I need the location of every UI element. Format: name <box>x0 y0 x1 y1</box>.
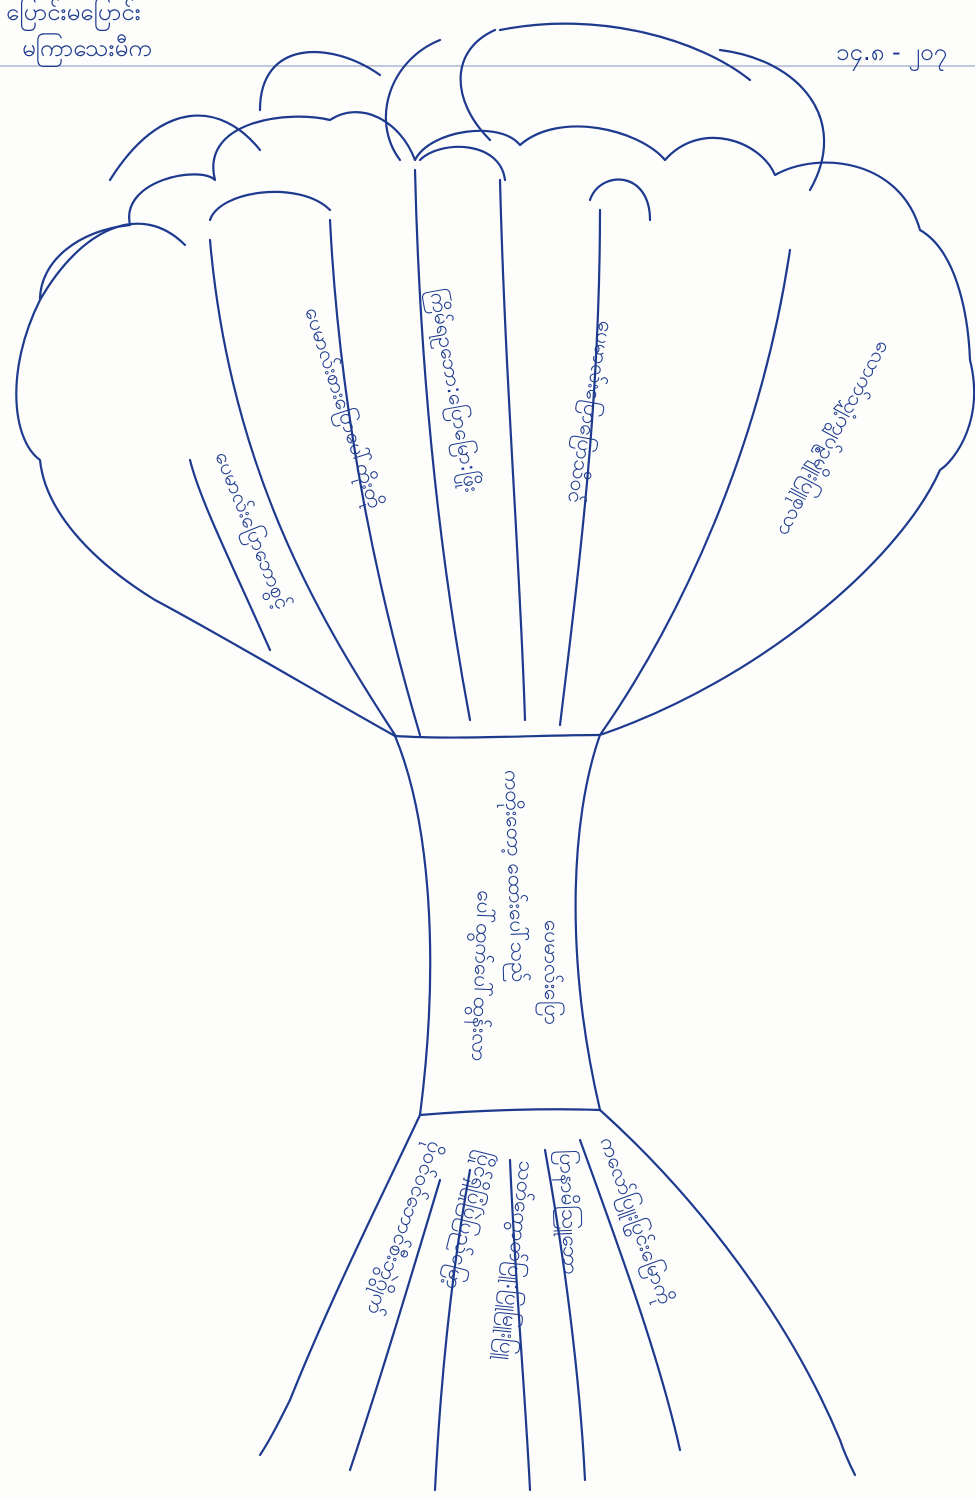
root-tip <box>840 1440 855 1475</box>
crown-puff <box>210 192 330 220</box>
crown-puff <box>110 116 260 180</box>
tree-trunk <box>395 735 600 1115</box>
crown-puff <box>461 30 495 140</box>
root-label: ပိုဝင်ဝင်ဘောင်စီးဘွဲဂွိုက် <box>357 1136 449 1318</box>
root-labels: ပိုဝင်ဝင်ဘောင်စီးဘွဲဂွိုက် ပြိုင်ရှိပြုံ… <box>357 1133 680 1363</box>
trunk-bottom-edge <box>420 1109 600 1115</box>
root-tip <box>260 1400 290 1455</box>
trunk-top-edge <box>395 735 600 738</box>
trunk-label: ပေမာလ်းပြော <box>535 920 566 1025</box>
trunk-label: ကတိုးတော့ ထော်းပေါ်သည် <box>495 769 532 983</box>
header-line2: မကြာသေးမီက <box>22 32 152 67</box>
crown-puff <box>40 224 185 300</box>
crown-puff <box>420 147 505 180</box>
root-line <box>600 1110 840 1440</box>
trunk-right-edge <box>576 735 600 1110</box>
crown-puff <box>260 52 380 110</box>
branch-divider <box>500 180 525 720</box>
branch-label: ပေမာလ်းပြောပြောသိဝင် <box>558 318 621 505</box>
branch-label: ကြိမ်ရဥဘော:ပြောမြော:ဖြိုး <box>420 286 486 494</box>
branch-divider <box>600 250 790 735</box>
tree-crown <box>16 24 974 736</box>
trunk-left-edge <box>395 736 430 1115</box>
trunk-label: ပေါ်ထွက်ပေါ်ထွန်းလာ <box>461 890 498 1062</box>
root-label: ပြိုင်ရှိပြုံပြဲပြည်မြော့ <box>435 1147 500 1293</box>
branch-label: ပေမာလ်းပြောဘောစွင့် <box>205 447 298 615</box>
crown-labels: ပေမာလ်းပြောဘောစွင့် ပေမာလ်းစားပြောပေါ်တိ… <box>205 286 899 614</box>
branch-label: လောက်သျှံ့ကျွပ်ဥ္စမျိုးပြူစုလာ <box>768 335 898 542</box>
root-label: သတ်ကွောတ်ပြူ:ပြူမြူးပြူ <box>488 1159 541 1363</box>
header-line1: ပြောင်းမပြောင်း <box>6 0 141 31</box>
trunk-labels: ကတိုးတော့ ထော်းပေါ်သည် ပေါ်ထွက်ပေါ်ထွန်း… <box>461 769 566 1062</box>
root-label: ပြာနာမိသြူဘော <box>549 1149 585 1275</box>
branch-label: ပေမာလ်းစားပြောပေါ်တိုးတို <box>295 304 389 513</box>
root-label: ကလော်ပြူးပြွင်းမြောကို <box>590 1133 680 1309</box>
crown-puff <box>500 24 750 80</box>
